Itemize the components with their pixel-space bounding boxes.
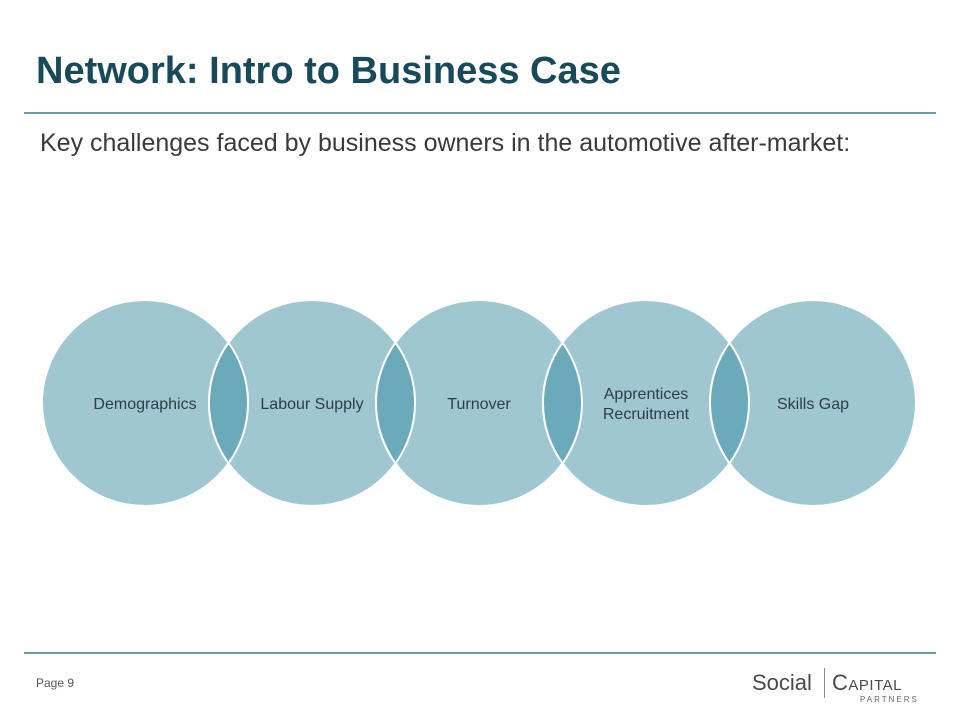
circle-overlap bbox=[709, 340, 750, 466]
circle-overlap bbox=[375, 340, 416, 466]
logo-word-social: Social bbox=[752, 670, 812, 695]
circle-overlap bbox=[542, 340, 583, 466]
logo-divider bbox=[824, 668, 825, 698]
challenge-label: Turnover bbox=[447, 396, 511, 413]
slide-title: Network: Intro to Business Case bbox=[36, 50, 621, 92]
logo-tagline: PARTNERS bbox=[860, 695, 919, 704]
challenge-label: Skills Gap bbox=[777, 396, 849, 413]
footer-divider bbox=[24, 652, 936, 654]
logo-word-capital: Capital bbox=[832, 670, 902, 695]
circle-overlap bbox=[208, 340, 249, 466]
slide-subtitle: Key challenges faced by business owners … bbox=[40, 129, 851, 157]
challenge-label: Labour Supply bbox=[260, 396, 363, 413]
challenge-label: Demographics bbox=[93, 396, 196, 413]
header-divider bbox=[24, 112, 936, 114]
social-capital-logo: Social Capital PARTNERS bbox=[752, 664, 922, 708]
page-number: Page 9 bbox=[36, 676, 75, 690]
